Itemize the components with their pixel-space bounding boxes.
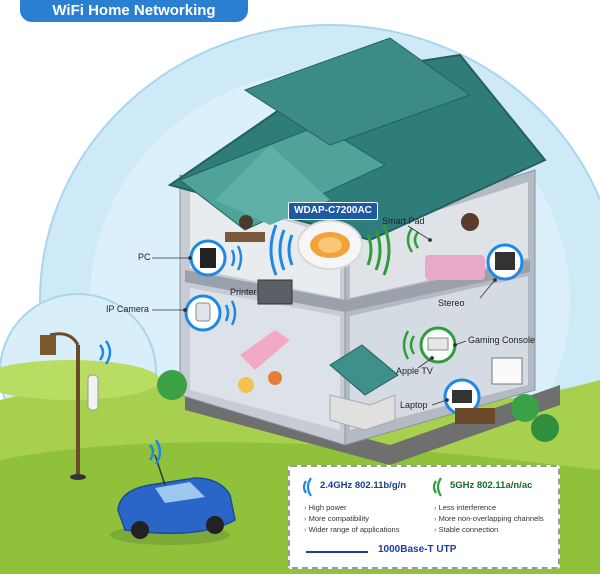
- wired-line-sample: [306, 551, 368, 553]
- legend-band-24-feature: Wider range of applications: [304, 524, 400, 535]
- lamp-head: [40, 335, 56, 355]
- label-leader-lines: [152, 225, 497, 406]
- legend-band-5-feature: Less interference: [434, 502, 544, 513]
- legend-band-24-feature: High power: [304, 502, 399, 513]
- printer-icon: [257, 279, 293, 305]
- page-title: WiFi Home Networking: [20, 0, 248, 22]
- smartpad-person: [461, 213, 479, 231]
- legend-band-5-features: Less interference More non-overlapping c…: [434, 502, 544, 535]
- stereo-icon: [495, 252, 515, 270]
- legend-band-5-title: 5GHz 802.11a/n/ac: [450, 480, 533, 491]
- office-person: [239, 215, 253, 229]
- label-apple-tv: Apple TV: [396, 366, 433, 376]
- access-point-model-label: WDAP-C7200AC: [288, 202, 378, 220]
- label-laptop: Laptop: [400, 400, 428, 410]
- ap-signal-green-right: [366, 224, 391, 276]
- camera-signal: [224, 300, 237, 326]
- bush-right-1: [511, 394, 539, 422]
- label-stereo: Stereo: [438, 298, 465, 308]
- legend-band-5-feature: More non-overlapping channels: [434, 513, 544, 524]
- car-antenna: [154, 454, 166, 486]
- sofa-icon: [455, 408, 495, 424]
- kid-1: [238, 377, 254, 393]
- label-ip-camera: IP Camera: [106, 304, 149, 314]
- car-wheel-front: [131, 521, 149, 539]
- pc-signal: [230, 245, 243, 271]
- tv-icon: [491, 357, 523, 385]
- car-body: [117, 477, 236, 535]
- label-pc: PC: [138, 252, 151, 262]
- smartpad-signal: [406, 227, 420, 253]
- slide-icon: [240, 330, 290, 370]
- legend-band-24-title: 2.4GHz 802.11b/g/n: [320, 480, 407, 491]
- lamp-camera-icon: [87, 374, 99, 411]
- car-window: [155, 482, 205, 503]
- stairs: [329, 394, 396, 431]
- label-printer: Printer: [230, 287, 257, 297]
- bush-right-2: [531, 414, 559, 442]
- access-point-center: [318, 237, 342, 253]
- label-gaming-console: Gaming Console: [468, 335, 536, 345]
- ip-camera-icon: [195, 302, 211, 322]
- wifi-blue-icon: [302, 477, 312, 497]
- room-bedroom: [350, 182, 528, 298]
- house-foundation: [185, 385, 560, 465]
- legend-band-24-feature: More compatibility: [304, 513, 399, 524]
- roof-top: [243, 37, 472, 146]
- ap-signal-blue-left: [269, 224, 294, 276]
- car-wheel-back: [206, 516, 224, 534]
- gaming-signal: [402, 330, 416, 360]
- label-smart-pad: Smart Pad: [382, 216, 425, 226]
- legend-band-24-features: High power More compatibility Wider rang…: [304, 502, 400, 535]
- bed-icon: [425, 255, 485, 280]
- lamp-arm: [49, 332, 80, 346]
- kid-2: [268, 371, 282, 385]
- lamp-post: [76, 345, 80, 475]
- laptop-icon: [452, 390, 472, 403]
- wifi-green-icon: [432, 477, 442, 497]
- lamp-signal: [98, 340, 112, 365]
- lamp-base: [70, 474, 86, 480]
- legend-band-5-feature: Stable connection: [434, 524, 544, 535]
- bush-left: [157, 370, 187, 400]
- gaming-console-icon: [427, 337, 449, 351]
- office-desk: [225, 232, 265, 242]
- legend-wired-label: 1000Base-T UTP: [378, 544, 457, 555]
- legend-box: 2.4GHz 802.11b/g/n High power More compa…: [288, 465, 560, 569]
- pc-tower-icon: [200, 248, 216, 268]
- car-signal: [148, 439, 162, 465]
- door-awning: [329, 344, 399, 396]
